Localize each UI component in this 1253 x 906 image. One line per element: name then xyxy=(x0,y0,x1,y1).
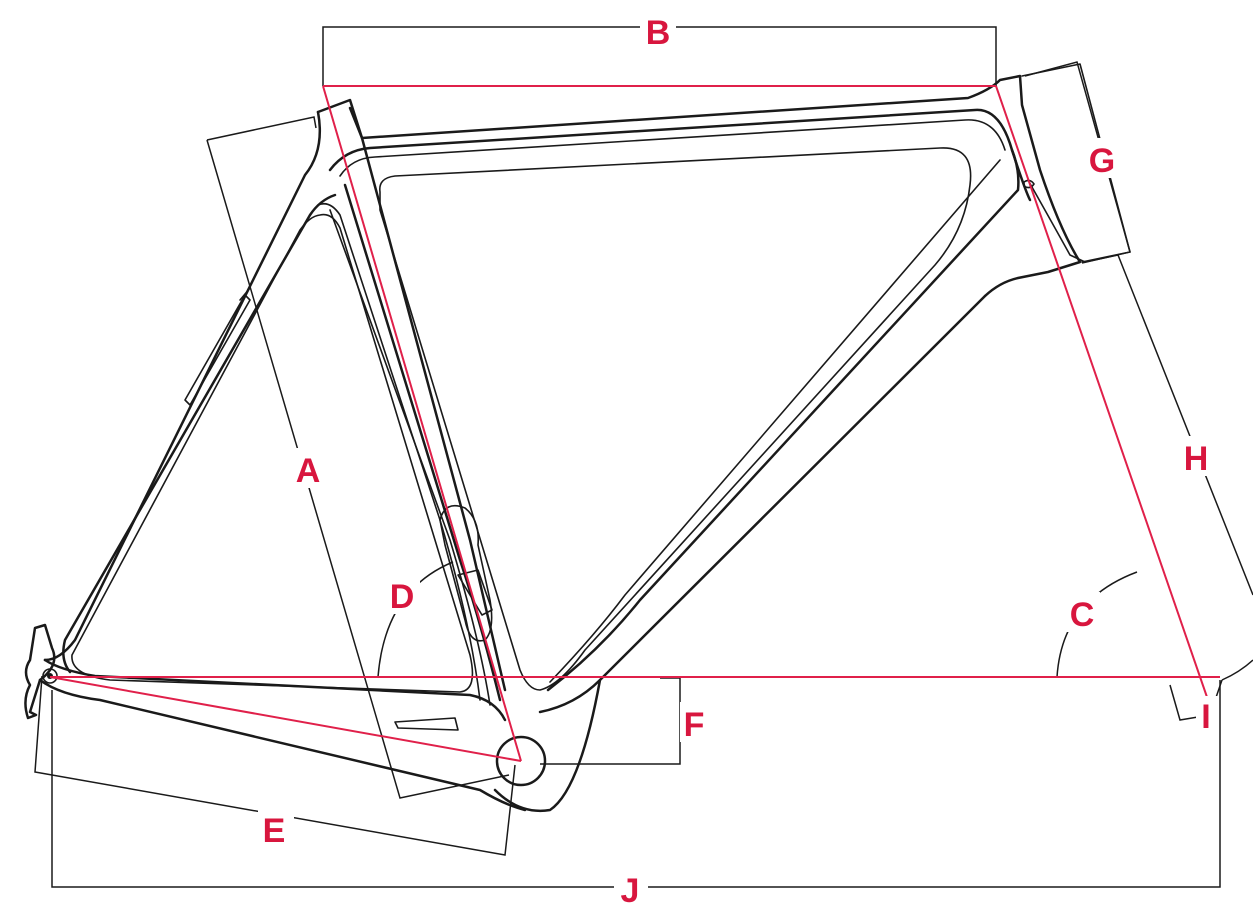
bottom-bracket-housing xyxy=(493,678,602,813)
seat-tube-cutout xyxy=(439,504,493,642)
seat-stay-inner xyxy=(62,193,337,674)
head-tube-detail xyxy=(1027,179,1086,263)
dimension-f-bracket xyxy=(540,677,681,765)
dimension-i-tail xyxy=(1221,659,1253,681)
label-g: G xyxy=(1089,142,1115,180)
label-b: B xyxy=(646,14,671,52)
chain-stay-top xyxy=(43,658,507,722)
dimension-lines xyxy=(34,26,1253,888)
dimension-j-bracket xyxy=(51,680,1221,888)
chain-stay-line xyxy=(49,676,522,762)
label-f: F xyxy=(684,706,705,744)
label-c: C xyxy=(1070,596,1095,634)
head-tube-bolt xyxy=(1023,179,1035,189)
seat-tube-inner xyxy=(317,202,481,701)
rear-dropout xyxy=(24,623,56,720)
chain-stay-mount xyxy=(394,717,459,731)
chain-stay-bottom xyxy=(38,678,527,812)
seat-tube-left xyxy=(316,98,507,692)
label-j: J xyxy=(621,872,640,906)
seat-tube-right xyxy=(343,183,502,702)
geometry-lines xyxy=(49,85,1220,762)
top-tube-inner-2 xyxy=(339,119,1006,177)
main-triangle-window xyxy=(378,147,972,691)
seat-stay-detail xyxy=(184,294,251,406)
dimension-labels: B A G H C D F E I J xyxy=(258,8,1218,906)
top-tube-inner xyxy=(328,108,1032,202)
seat-stay-detail-2 xyxy=(239,287,251,301)
label-a: A xyxy=(296,452,321,490)
label-d: D xyxy=(390,578,415,616)
label-e: E xyxy=(263,812,286,850)
label-h: H xyxy=(1184,440,1209,478)
steering-axis xyxy=(995,85,1209,701)
bottom-bracket-shell xyxy=(495,735,547,787)
top-tube xyxy=(348,74,1082,298)
bike-frame-outline xyxy=(24,63,1131,813)
seat-tube-axis xyxy=(322,85,522,762)
dimension-a-bracket xyxy=(206,116,510,799)
label-i: I xyxy=(1201,698,1210,736)
dimension-h-line xyxy=(1084,254,1253,596)
rear-triangle-window xyxy=(71,213,474,693)
down-tube-inner-2 xyxy=(549,159,1001,683)
down-tube-inner xyxy=(546,148,1020,692)
seat-tube-inner-2 xyxy=(329,209,491,706)
down-tube-outer xyxy=(538,294,987,714)
